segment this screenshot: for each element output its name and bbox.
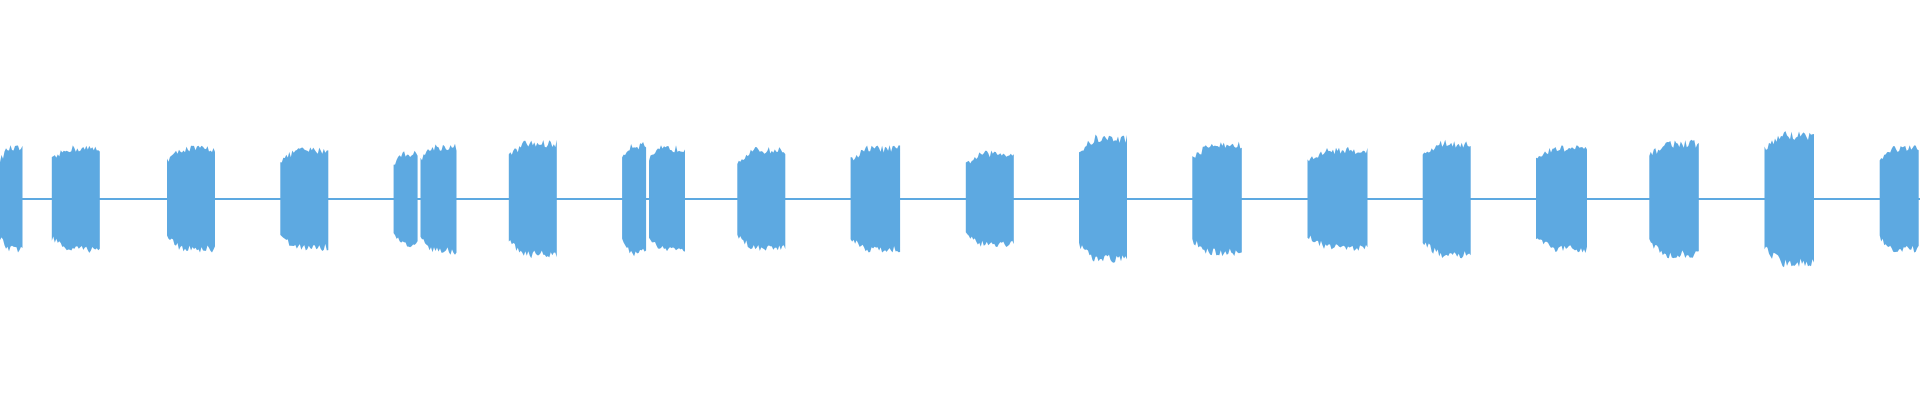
waveform-burst-15 [1307,146,1368,251]
waveform-burst-20 [1879,145,1919,253]
waveform-burst-2 [51,145,100,253]
waveform-burst-1 [0,145,23,253]
waveform-burst-12 [965,150,1014,247]
waveform-burst-5 [393,150,418,248]
waveform-burst-16 [1422,139,1471,259]
waveform-burst-17 [1536,145,1587,253]
waveform-burst-18 [1649,139,1699,259]
waveform-burst-3 [167,145,215,253]
waveform-burst-8 [622,142,647,257]
waveform-burst-14 [1192,141,1242,257]
waveform-burst-19 [1764,131,1814,268]
waveform-burst-13 [1079,134,1127,263]
waveform-baseline-line [0,198,1920,200]
waveform-burst-10 [737,147,786,251]
waveform-burst-11 [850,145,901,253]
waveform-burst-6 [420,143,457,255]
waveform-bursts [0,131,1919,268]
waveform-burst-7 [508,139,557,259]
waveform-burst-9 [649,145,685,252]
waveform-burst-4 [280,147,329,251]
waveform-baseline [0,198,1920,200]
